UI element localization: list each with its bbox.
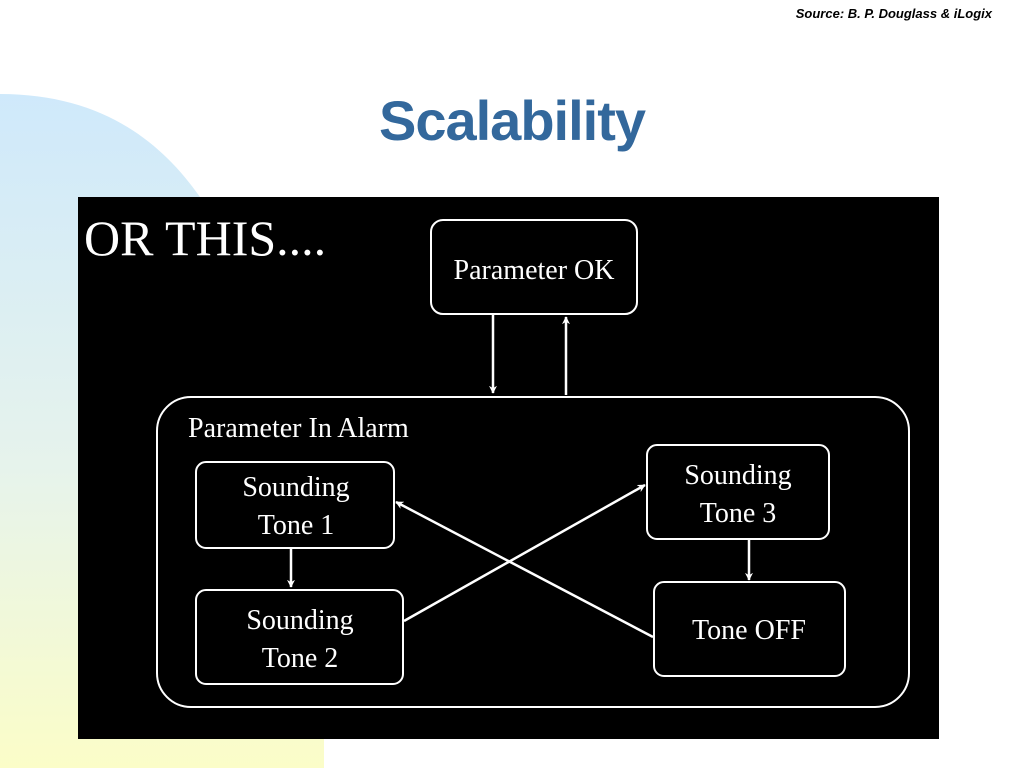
state-sounding-tone-2: Sounding Tone 2 [195,589,404,685]
state-diagram: OR THIS.... Parameter OK Parameter In Al… [84,210,910,708]
state-sounding-tone-1-line2: Tone 1 [258,510,335,541]
diagram-heading: OR THIS.... [84,210,326,266]
transition-toneoff-to-tone1 [395,500,654,639]
state-tone-off-label: Tone OFF [692,615,806,646]
state-parameter-ok-label: Parameter OK [454,255,615,286]
state-parameter-ok: Parameter OK [430,219,638,315]
state-sounding-tone-2-line1: Sounding [246,605,353,636]
state-sounding-tone-3-line1: Sounding [684,460,791,491]
state-sounding-tone-2-line2: Tone 2 [262,643,339,674]
state-sounding-tone-1-line1: Sounding [242,472,349,503]
state-parameter-in-alarm-label: Parameter In Alarm [188,413,409,444]
state-diagram-panel: OR THIS.... Parameter OK Parameter In Al… [78,197,939,739]
state-sounding-tone-1: Sounding Tone 1 [195,461,395,549]
state-sounding-tone-3-line2: Tone 3 [700,498,777,529]
state-tone-off: Tone OFF [653,581,846,677]
slide-title: Scalability [378,89,646,152]
transition-tone2-to-tone3 [403,483,646,623]
state-sounding-tone-3: Sounding Tone 3 [646,444,830,540]
state-parameter-in-alarm: Parameter In Alarm [156,396,910,708]
source-credit: Source: B. P. Douglass & iLogix [795,6,992,21]
